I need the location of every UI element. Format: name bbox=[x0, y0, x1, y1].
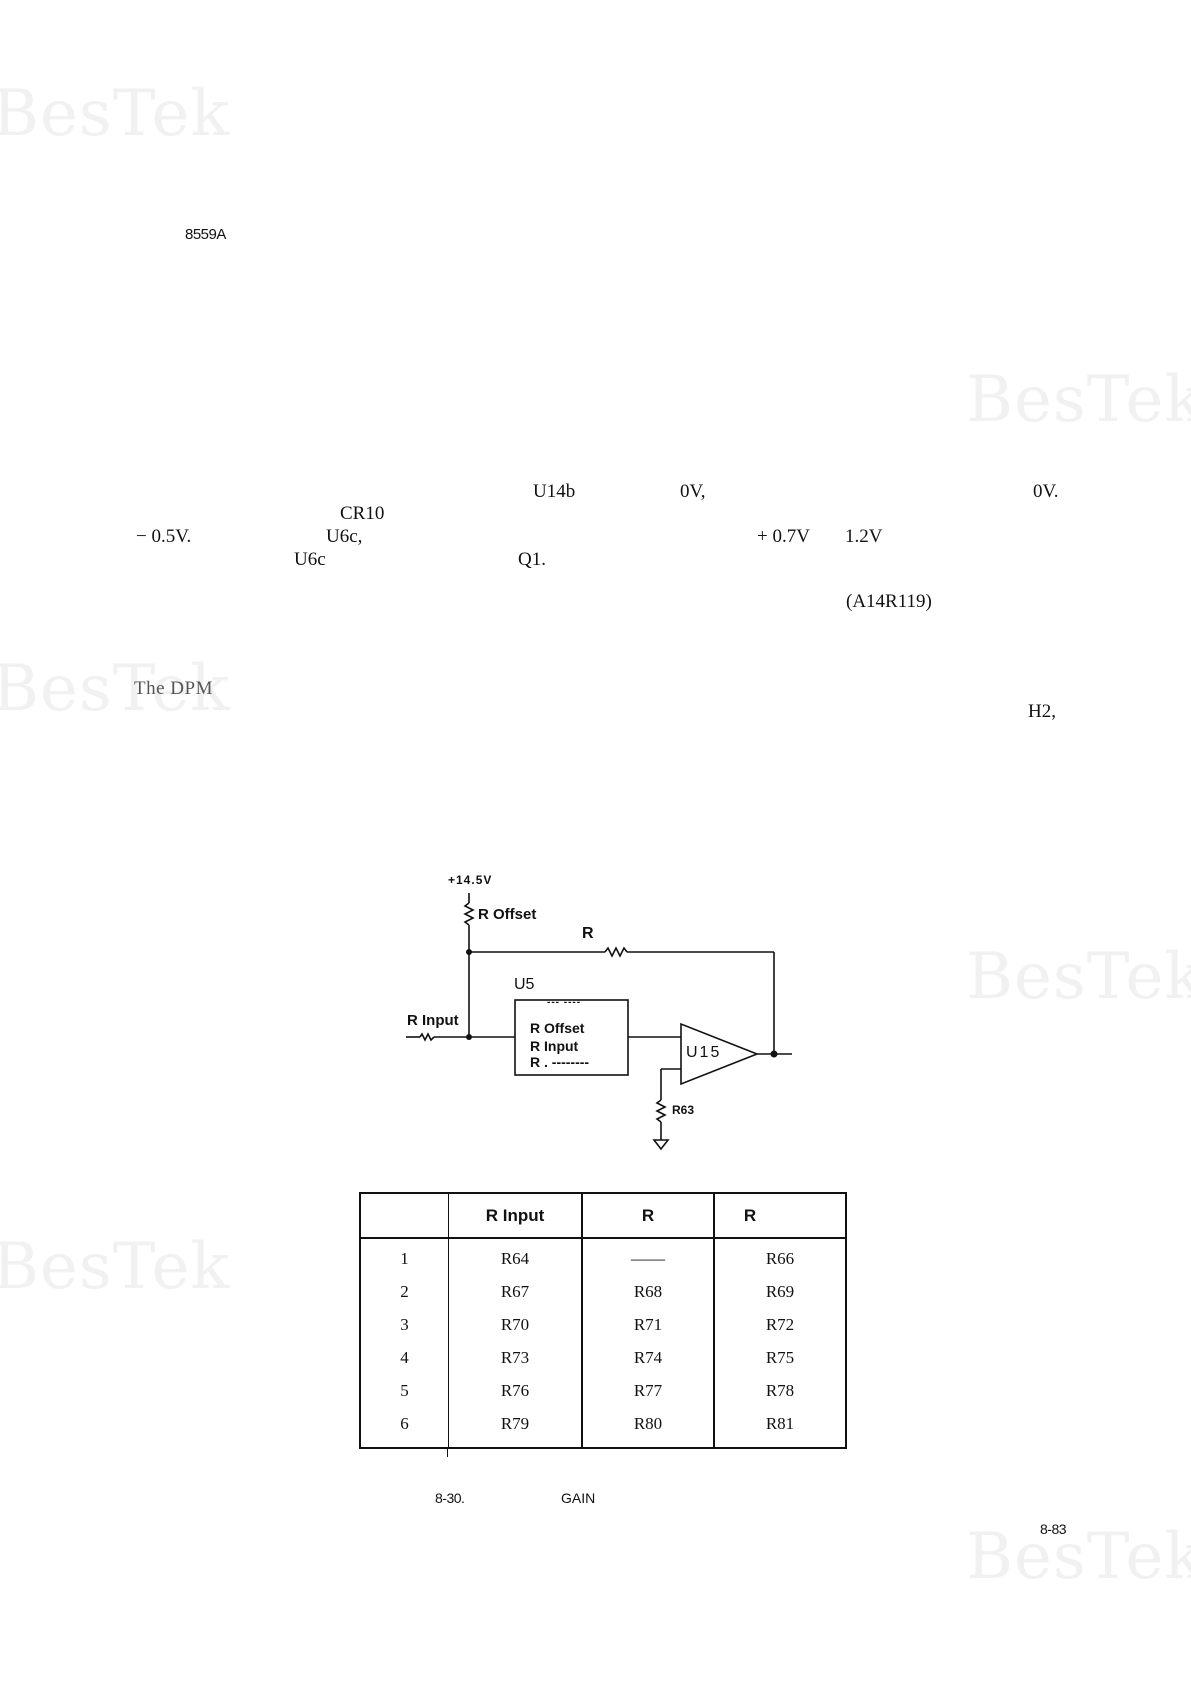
u5-r-offset: R Offset bbox=[530, 1020, 585, 1036]
table-cell: R80 bbox=[633, 1414, 663, 1433]
figure-number: 8-30. bbox=[435, 1490, 465, 1506]
junction-dot bbox=[466, 1034, 472, 1040]
table-cell: R81 bbox=[765, 1414, 795, 1433]
table-cell: —— bbox=[631, 1249, 665, 1268]
text-u6c-comma: U6c, bbox=[326, 526, 363, 547]
watermark: BesTek bbox=[966, 940, 1191, 1014]
text-0v-2: 0V. bbox=[1033, 481, 1059, 502]
table-cell: R75 bbox=[765, 1348, 795, 1367]
page-number: 8-83 bbox=[1040, 1521, 1067, 1537]
table-cell: R64 bbox=[500, 1249, 530, 1268]
text-0v-1: 0V, bbox=[680, 481, 706, 502]
table-cell: R68 bbox=[633, 1282, 663, 1301]
r-offset-label: R Offset bbox=[478, 906, 537, 923]
table-cell: R66 bbox=[765, 1249, 795, 1268]
watermark: BesTek bbox=[0, 652, 231, 726]
table-cell: 4 bbox=[400, 1348, 409, 1367]
figure-caption-word: GAIN bbox=[561, 1490, 596, 1506]
table-cell: R70 bbox=[500, 1315, 530, 1334]
table-cell: 6 bbox=[400, 1414, 409, 1433]
watermark: BesTek bbox=[966, 363, 1191, 437]
table-header-cell: R Input bbox=[485, 1206, 545, 1225]
u5-label: U5 bbox=[514, 976, 535, 993]
watermark: BesTek bbox=[0, 1230, 231, 1304]
table-cell: R69 bbox=[765, 1282, 795, 1301]
table-cell: R76 bbox=[500, 1381, 530, 1400]
table-cell: R67 bbox=[500, 1282, 530, 1301]
r-input-label: R Input bbox=[407, 1012, 459, 1029]
table-cell: R73 bbox=[500, 1348, 530, 1367]
text-h2: H2, bbox=[1028, 701, 1056, 722]
text-u6c: U6c bbox=[294, 549, 326, 570]
r63-label: R63 bbox=[672, 1103, 695, 1117]
table-cell: R79 bbox=[500, 1414, 530, 1433]
table-cell: R74 bbox=[633, 1348, 663, 1367]
table-cell: 3 bbox=[400, 1315, 409, 1334]
junction-dot bbox=[770, 1050, 778, 1058]
text-cr10: CR10 bbox=[340, 503, 385, 524]
supply-voltage-label: +14.5V bbox=[448, 873, 493, 887]
u15-amp-label: U15 bbox=[686, 1044, 722, 1061]
table-cell: R78 bbox=[765, 1381, 795, 1400]
u5-box-dashes: --- ---- bbox=[547, 997, 582, 1008]
watermark: BesTek bbox=[0, 77, 231, 151]
watermark: BesTek bbox=[966, 1520, 1191, 1594]
table-cell: R72 bbox=[765, 1315, 795, 1334]
table-cell: 1 bbox=[400, 1249, 409, 1268]
junction-dot bbox=[466, 949, 472, 955]
table-cell: R77 bbox=[633, 1381, 663, 1400]
text-1-2v: 1.2V bbox=[845, 526, 883, 547]
table-header-cell: R bbox=[743, 1206, 757, 1225]
text-q1: Q1. bbox=[518, 549, 546, 570]
table-cell: 5 bbox=[400, 1381, 409, 1400]
text-u14b: U14b bbox=[533, 481, 576, 502]
text-the-dpm: The DPM bbox=[134, 678, 213, 699]
model-number: 8559A bbox=[185, 226, 226, 243]
table-cell: R71 bbox=[633, 1315, 663, 1334]
text-a14r119: (A14R119) bbox=[846, 591, 932, 612]
u5-r-blank: R . -------- bbox=[530, 1054, 590, 1070]
u5-r-input: R Input bbox=[530, 1038, 579, 1054]
text-neg-0-5v: − 0.5V. bbox=[136, 526, 192, 547]
text-plus-0-7v: + 0.7V bbox=[757, 526, 810, 547]
r-feedback-label: R bbox=[582, 925, 594, 942]
table-cell: 2 bbox=[400, 1282, 409, 1301]
table-header-cell: R bbox=[641, 1206, 655, 1225]
